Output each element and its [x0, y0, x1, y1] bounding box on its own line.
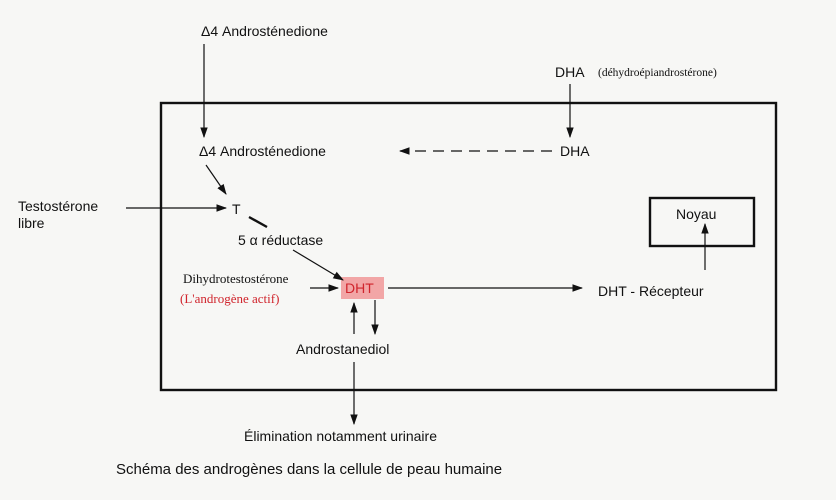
nucleus-label: Noyau: [676, 206, 716, 222]
dha-inner-label: DHA: [560, 143, 590, 159]
elimination-label: Élimination notamment urinaire: [244, 428, 437, 444]
arrow-androstenedione-to-t: [205, 164, 227, 195]
androstenedione-outer-label: Δ4 Androsténedione: [201, 23, 328, 39]
testosterone-label: Testostérone: [18, 198, 98, 214]
testosterone-libre-label: libre: [18, 215, 45, 231]
dha-outer-label: DHA: [555, 64, 585, 80]
nucleus-box: [648, 196, 756, 248]
t-label: T: [232, 201, 241, 217]
dht-label: DHT: [345, 280, 374, 296]
reductase-label: 5 α réductase: [238, 232, 323, 248]
cell-boundary: [159, 101, 778, 392]
androstanediol-label: Androstanediol: [296, 341, 389, 357]
active-androgen-label: (L'androgène actif): [180, 291, 279, 306]
diagram-caption: Schéma des androgènes dans la cellule de…: [116, 461, 502, 478]
dht-highlight: [341, 277, 384, 299]
dihydrotestosterone-label: Dihydrotestostérone: [183, 271, 289, 286]
arrow-reductase-to-dht: [292, 249, 344, 281]
dht-receptor-label: DHT - Récepteur: [598, 283, 704, 299]
androstenedione-inner-label: Δ4 Androsténedione: [199, 143, 326, 159]
dha-full-name: (déhydroépiandrostérone): [598, 67, 717, 79]
t-connector: [248, 215, 268, 229]
